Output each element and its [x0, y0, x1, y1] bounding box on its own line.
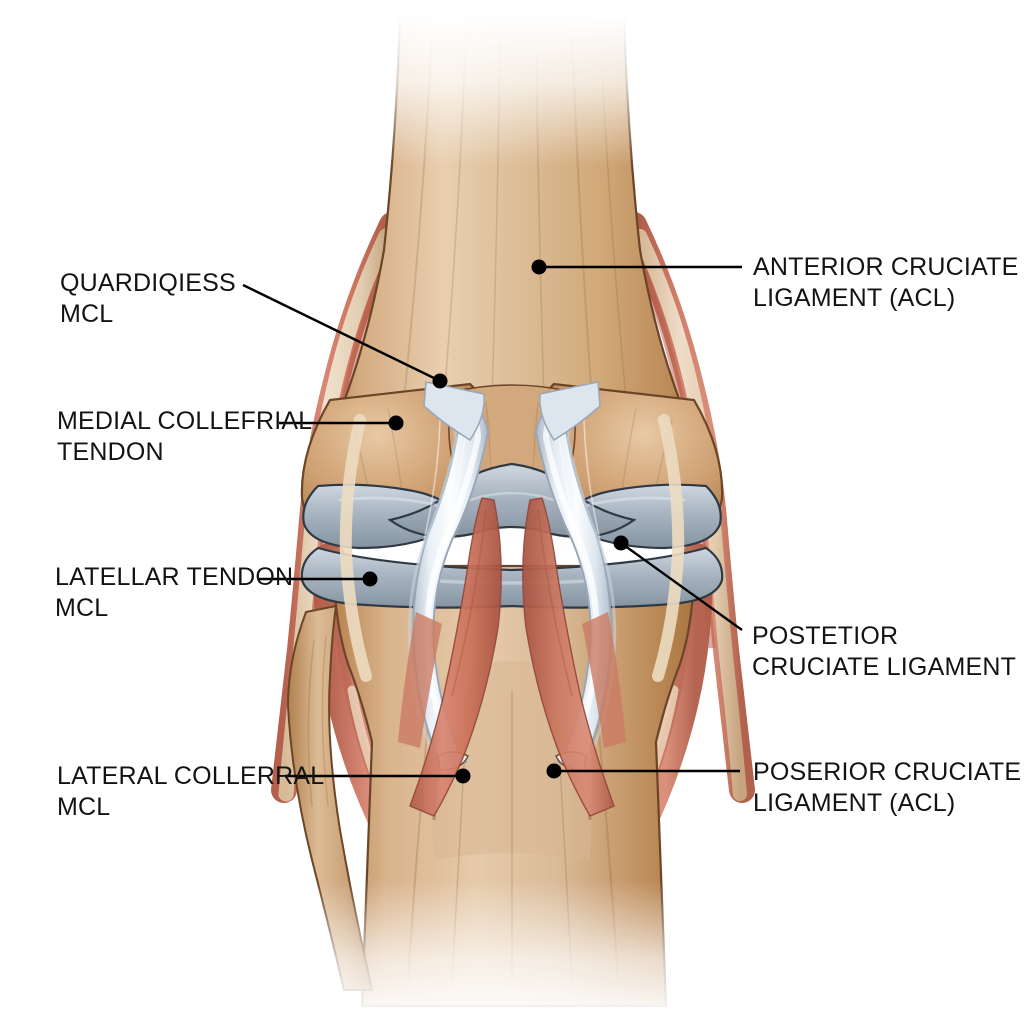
label-medial-collateral-tendon[interactable]: MEDIAL COLLEFRIAL TENDON [57, 407, 313, 466]
medial-collateral-ligament [339, 414, 372, 682]
leader-line-posterior-cruciate [620, 542, 743, 631]
leader-dot-lateral-collateral [455, 768, 471, 784]
leader-dot-medial-collateral-tendon [388, 415, 404, 431]
label-patellar-tendon[interactable]: LATELLAR TENDON MCL [55, 563, 294, 622]
label-posterior-cruciate-ligament-acl[interactable]: POSERIOR CRUCIATE LIGAMENT (ACL) [753, 758, 1022, 817]
label-quadriceps[interactable]: QUARDIQIESS MCL [60, 269, 236, 328]
leader-dot-anterior-cruciate [531, 259, 547, 275]
leader-dot-posterior-cruciate [613, 535, 629, 551]
lateral-collateral-ligament [652, 414, 685, 682]
leader-dot-posterior-cruciate-acl [546, 763, 562, 779]
collateral-ligaments [339, 414, 685, 682]
label-lateral-collateral[interactable]: LATERAL COLLERRAL MCL [57, 762, 325, 821]
tendon-strips [423, 381, 601, 442]
tibial-muscle-fans [398, 497, 626, 817]
leader-line-quadriceps [242, 283, 441, 383]
label-posterior-cruciate-ligament[interactable]: POSTETIOR CRUCIATE LIGAMENT [752, 622, 1017, 681]
leader-dot-quadriceps [432, 373, 448, 389]
label-anterior-cruciate-ligament[interactable]: ANTERIOR CRUCIATE LIGAMENT (ACL) [753, 253, 1019, 312]
tibial-plateau-cartilage [300, 546, 724, 609]
leader-lines [242, 265, 743, 778]
leader-dot-patellar-tendon [362, 571, 378, 587]
leader-dots [362, 259, 629, 784]
femur-bone [320, 16, 704, 502]
